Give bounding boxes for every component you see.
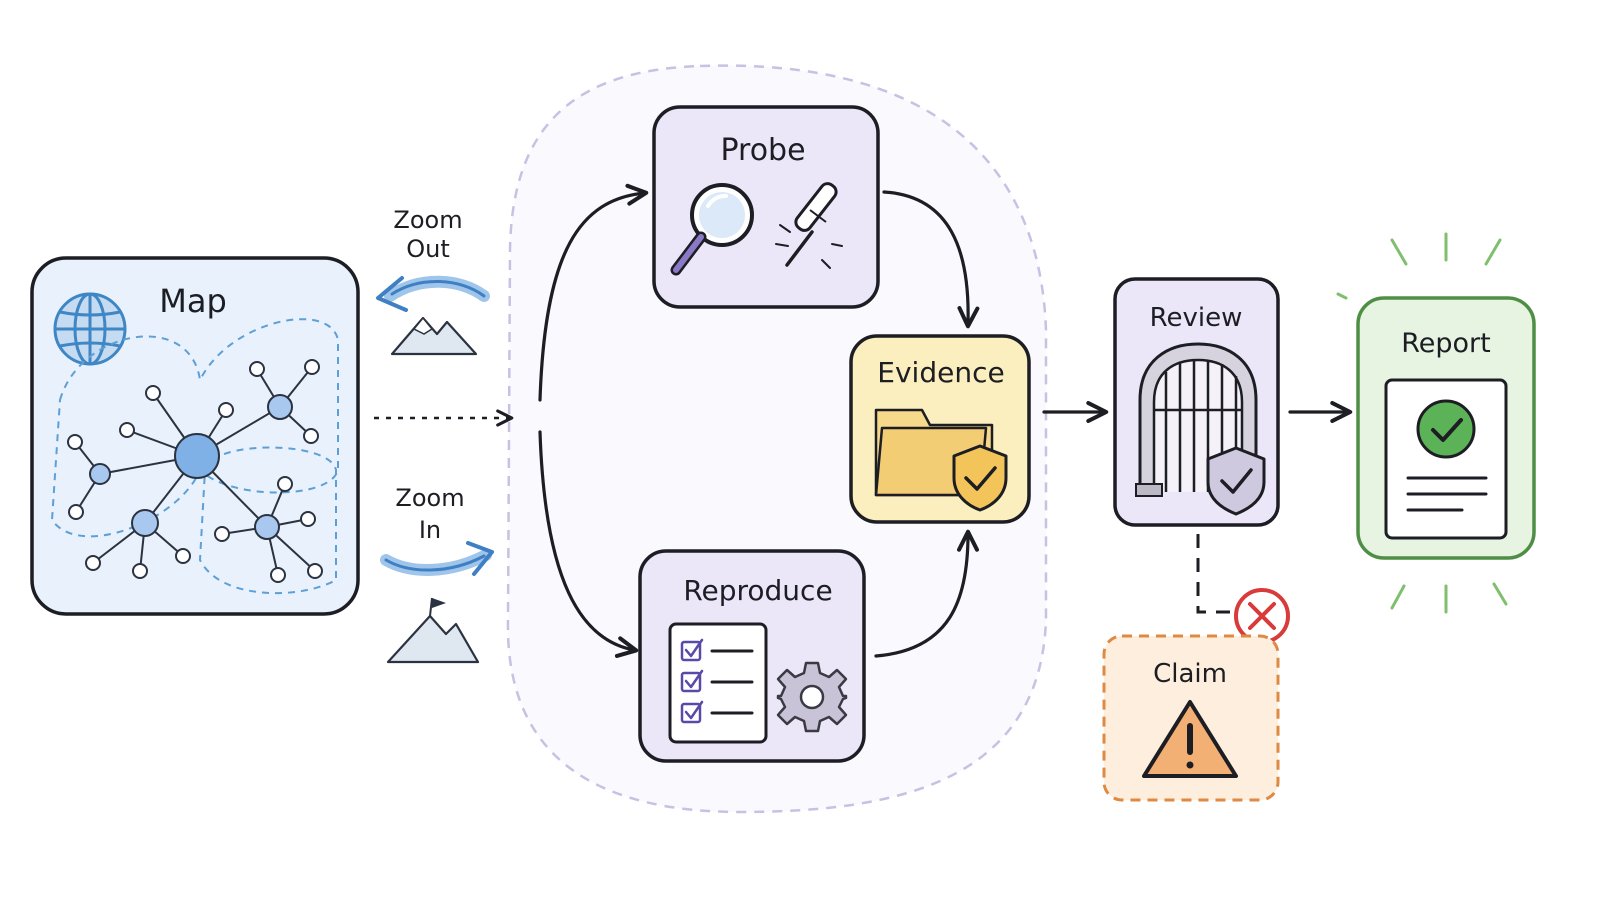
globe-icon (53, 292, 127, 366)
probe-node[interactable]: Probe (652, 105, 880, 309)
reproduce-node[interactable]: Reproduce (638, 549, 866, 763)
map-node[interactable]: Map (30, 256, 360, 616)
reproduce-title: Reproduce (683, 574, 832, 607)
arrow-reproduce-to-evidence (874, 529, 979, 658)
claim-node[interactable]: Claim (1102, 634, 1280, 802)
arrow-probe-to-evidence (882, 190, 980, 329)
checklist-icon (668, 622, 768, 744)
svg-text:Zoom: Zoom (395, 484, 464, 512)
zoom-in-label: Zoom In (395, 484, 464, 544)
shield-check-icon (952, 444, 1008, 512)
shield-check-icon (1206, 446, 1266, 516)
review-to-claim-connector (1196, 534, 1232, 614)
gear-icon (776, 661, 848, 733)
reject-x-icon (1234, 588, 1290, 644)
arrow-to-reproduce (538, 430, 639, 658)
evidence-title: Evidence (877, 356, 1004, 389)
probe-title: Probe (720, 133, 805, 168)
svg-text:Zoom: Zoom (393, 206, 462, 234)
zoom-out-label: Zoom Out (393, 206, 462, 263)
document-check-icon (1384, 378, 1508, 540)
report-title: Report (1401, 328, 1491, 359)
review-node[interactable]: Review (1113, 277, 1280, 527)
arrow-to-probe (538, 183, 649, 402)
claim-title: Claim (1153, 659, 1227, 689)
svg-text:In: In (419, 516, 441, 544)
warning-icon (1142, 700, 1238, 778)
report-node[interactable]: Report (1336, 232, 1536, 614)
map-title: Map (159, 282, 227, 320)
screwdriver-icon (775, 182, 843, 269)
mountain-icon (390, 316, 478, 356)
zoom-out-arrow (376, 275, 490, 312)
review-title: Review (1150, 303, 1243, 333)
mountain-flag-icon (386, 597, 480, 664)
magnifier-icon (670, 183, 754, 276)
svg-text:Out: Out (406, 235, 450, 263)
network-graph-icon (50, 318, 339, 595)
report-glow-rays (1336, 232, 1508, 614)
evidence-node[interactable]: Evidence (849, 334, 1031, 524)
zoom-in-arrow (380, 541, 494, 576)
